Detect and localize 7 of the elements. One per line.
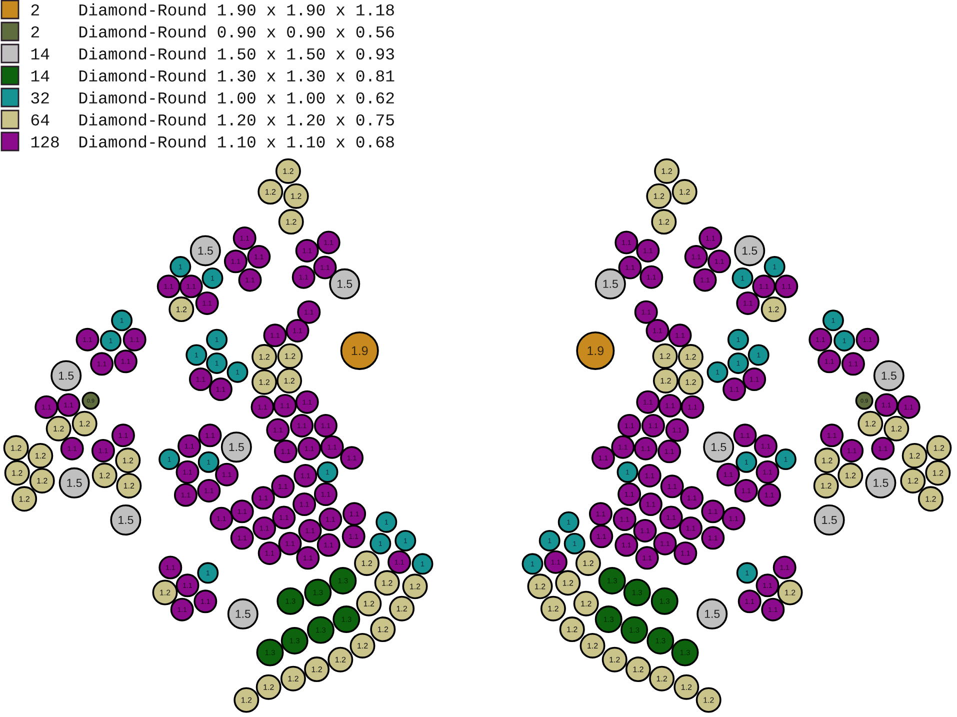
legend-text: 2 Diamond-Round 0.90 x 0.90 x 0.56 bbox=[31, 25, 394, 38]
legend-text: 2 Diamond-Round 1.90 x 1.90 x 1.18 bbox=[31, 3, 394, 16]
legend-text: 64 Diamond-Round 1.20 x 1.20 x 0.75 bbox=[31, 113, 394, 126]
legend-text: 14 Diamond-Round 1.50 x 1.50 x 0.93 bbox=[31, 47, 394, 60]
legend-text: 32 Diamond-Round 1.00 x 1.00 x 0.62 bbox=[31, 91, 394, 104]
legend-text: 14 Diamond-Round 1.30 x 1.30 x 0.81 bbox=[31, 69, 394, 82]
legend-text: 128 Diamond-Round 1.10 x 1.10 x 0.68 bbox=[31, 135, 394, 148]
